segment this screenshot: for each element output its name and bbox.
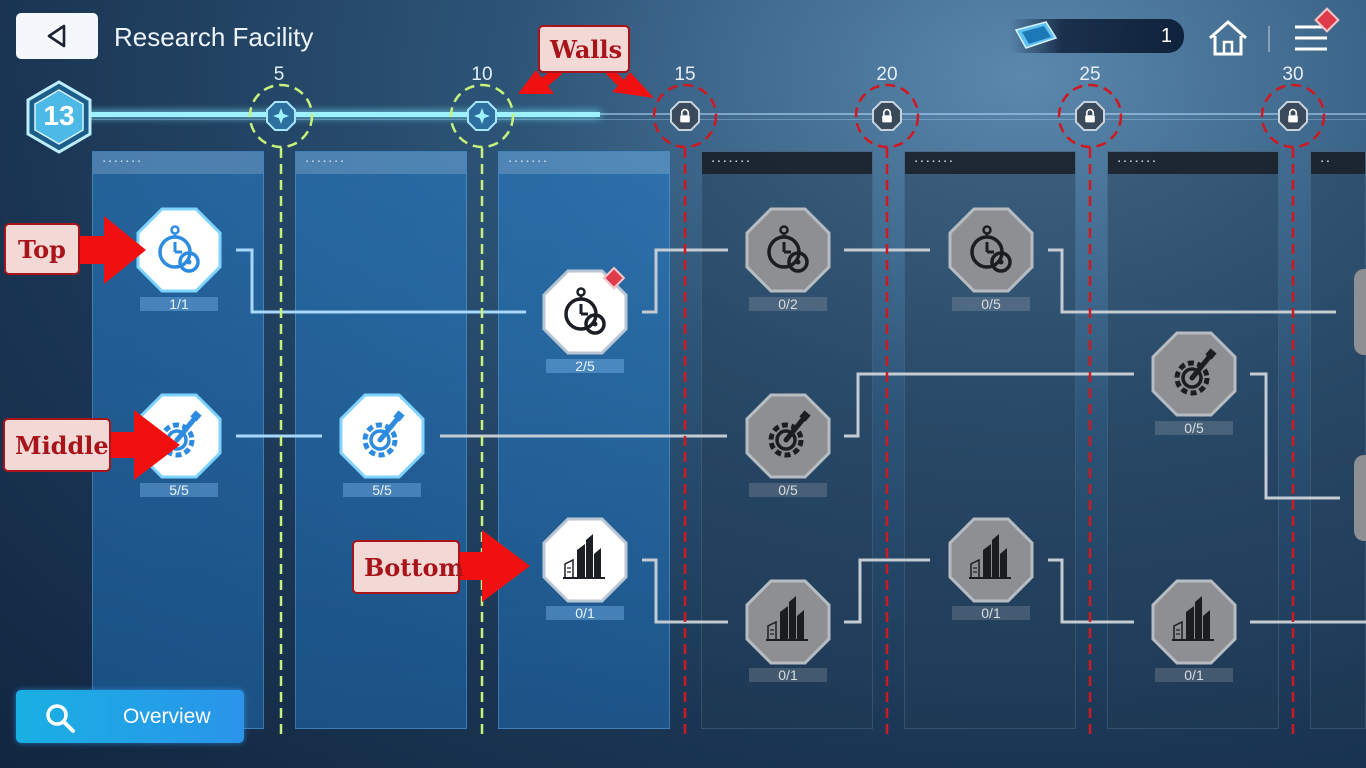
tick-label-15: 15 [674,64,696,85]
tick-label-10: 10 [471,64,493,85]
node-progress: 0/1 [749,668,827,682]
research-node-top-7-partial[interactable] [1354,269,1366,355]
research-column-3: ▪ ▪ ▪ ▪ ▪ ▪ ▪ [498,151,670,729]
header-separator [1268,26,1270,52]
timeline-track-secondary [60,119,1366,120]
tick-label-20: 20 [876,64,898,85]
back-arrow-icon [47,24,66,48]
wall-lock-15[interactable] [669,100,701,137]
annotation-bottom: Bottom [352,540,464,594]
node-progress: 0/5 [749,483,827,497]
search-icon [46,704,75,733]
overview-button[interactable]: Overview [16,690,244,743]
tick-label-5: 5 [273,64,285,85]
tick-label-30: 30 [1282,64,1304,85]
node-progress: 0/1 [546,606,624,620]
annotation-middle: Middle [3,418,111,472]
node-progress: 0/1 [952,606,1030,620]
node-progress: 0/5 [1155,421,1233,435]
node-progress: 5/5 [140,483,218,497]
tick-label-25: 25 [1079,64,1101,85]
node-progress: 0/2 [749,297,827,311]
page-title: Research Facility [114,22,314,52]
wall-lock-20[interactable] [871,100,903,137]
milestone-marker-10[interactable] [466,100,498,132]
timeline-track [60,113,1366,115]
annotation-top: Top [4,223,80,275]
back-button[interactable] [16,13,98,59]
home-icon[interactable] [1206,18,1250,58]
milestone-marker-5[interactable] [265,100,297,132]
research-column-7: ▪ ▪ [1310,151,1366,729]
node-progress: 1/1 [140,297,218,311]
wall-lock-25[interactable] [1074,100,1106,137]
wall-lock-30[interactable] [1277,100,1309,137]
research-chip-icon [1014,21,1058,49]
node-progress: 2/5 [546,359,624,373]
node-progress: 5/5 [343,483,421,497]
node-progress: 0/1 [1155,668,1233,682]
overview-label: Overview [123,705,211,728]
level-badge [26,80,92,154]
level-number: 13 [43,100,75,131]
timeline-progress [60,112,600,117]
node-progress: 0/5 [952,297,1030,311]
currency-value: 1 [1160,25,1172,47]
annotation-walls: Walls [538,25,630,73]
research-node-middle-7-partial[interactable] [1354,455,1366,541]
